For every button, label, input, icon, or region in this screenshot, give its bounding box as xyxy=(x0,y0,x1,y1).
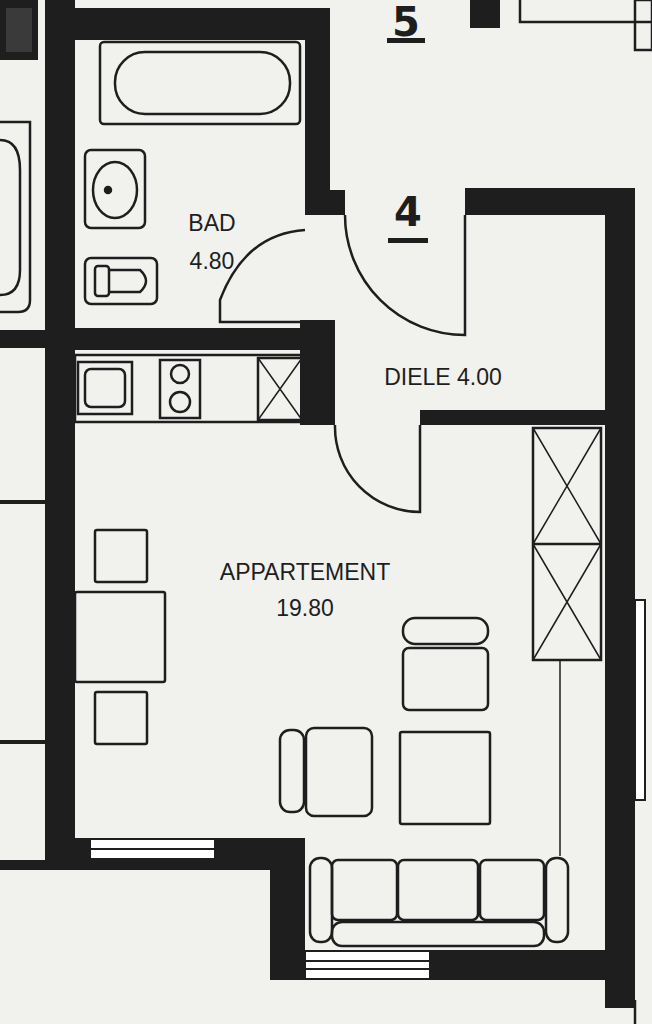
stair-number: 5 xyxy=(392,2,420,42)
furniture-part xyxy=(480,860,544,920)
bathroom-fixtures-part xyxy=(105,187,111,193)
kitchen-part xyxy=(171,365,189,383)
bathroom-fixtures-part xyxy=(93,162,137,218)
kitchen-part xyxy=(170,392,190,412)
bathroom-fixtures-part xyxy=(85,150,145,228)
doors-part xyxy=(220,230,305,322)
neighbor-unit-part xyxy=(0,140,20,295)
stair-number: 4 xyxy=(394,192,422,232)
furniture-part xyxy=(310,858,332,942)
windows-part xyxy=(635,600,645,800)
walls-part xyxy=(605,188,635,1008)
walls-part xyxy=(305,8,330,215)
furniture-part xyxy=(306,728,372,816)
walls-part xyxy=(420,410,605,425)
kitchen-part xyxy=(258,358,302,420)
walls-part xyxy=(60,8,330,40)
furniture-part xyxy=(398,860,478,920)
furniture-part xyxy=(546,858,568,942)
neighbor-unit-part xyxy=(6,8,32,52)
room-name: DIELE 4.00 xyxy=(380,362,506,392)
doors-part xyxy=(335,425,420,512)
neighbor-unit-part xyxy=(0,0,38,60)
furniture-part xyxy=(95,530,147,582)
kitchen-part xyxy=(75,355,303,422)
neighbor-unit-part xyxy=(635,0,652,50)
walls-part xyxy=(270,950,305,980)
neighbor-unit-part xyxy=(470,0,500,28)
furniture-part xyxy=(95,692,147,744)
walls-part xyxy=(430,950,635,980)
bathroom-fixtures-part xyxy=(85,258,157,304)
bathroom-fixtures-part xyxy=(109,270,146,292)
walls-part xyxy=(305,190,345,215)
furniture-part xyxy=(332,922,544,946)
walls-part xyxy=(60,328,305,350)
furniture-part xyxy=(533,428,601,660)
neighbor-unit-part xyxy=(0,122,30,312)
windows-part xyxy=(305,951,430,979)
kitchen-part xyxy=(85,369,125,407)
furniture-part xyxy=(400,732,490,824)
neighbor-unit-part xyxy=(0,330,45,348)
furniture-part xyxy=(280,730,304,812)
furniture-part xyxy=(403,648,488,710)
room-name: APPARTEMENT xyxy=(216,557,394,587)
kitchen-part xyxy=(78,362,132,414)
windows-part xyxy=(90,848,215,850)
bathroom-fixtures xyxy=(85,42,300,304)
neighbor-unit-part xyxy=(0,740,45,744)
room-name: BAD xyxy=(184,208,239,238)
room-area: 4.80 xyxy=(184,246,239,276)
room-label: APPARTEMENT 19.80 xyxy=(216,557,394,624)
windows-part xyxy=(90,839,215,859)
kitchen-part xyxy=(258,358,302,420)
bathroom-fixtures-part xyxy=(100,42,300,124)
windows-part xyxy=(305,960,430,962)
doors-part xyxy=(345,215,465,335)
furniture-part xyxy=(403,618,488,644)
neighbor-unit-part xyxy=(0,860,270,870)
furniture-part xyxy=(75,592,165,682)
neighbor-unit-part xyxy=(520,0,652,22)
furniture-part xyxy=(533,543,601,546)
walls-part xyxy=(270,838,305,980)
stair-number-bars-part xyxy=(388,238,428,243)
kitchen xyxy=(75,355,303,422)
room-label: DIELE 4.00 xyxy=(380,362,506,392)
walls-part xyxy=(45,0,75,860)
doors xyxy=(220,215,465,512)
bathroom-fixtures-part xyxy=(115,52,290,114)
kitchen-part xyxy=(160,360,200,418)
neighbor-unit-part xyxy=(0,500,45,504)
furniture-part xyxy=(332,860,397,920)
room-label: BAD 4.80 xyxy=(184,208,239,277)
furniture-part xyxy=(533,428,601,660)
walls-part xyxy=(300,320,335,425)
windows-part xyxy=(305,968,430,970)
room-area: 19.80 xyxy=(216,593,394,623)
walls-part xyxy=(45,838,90,860)
bathroom-fixtures-part xyxy=(95,266,109,296)
windows xyxy=(90,600,645,979)
stair-number-bars xyxy=(387,38,428,243)
walls xyxy=(45,0,635,1008)
furniture xyxy=(75,428,601,946)
furniture-part xyxy=(559,660,561,856)
